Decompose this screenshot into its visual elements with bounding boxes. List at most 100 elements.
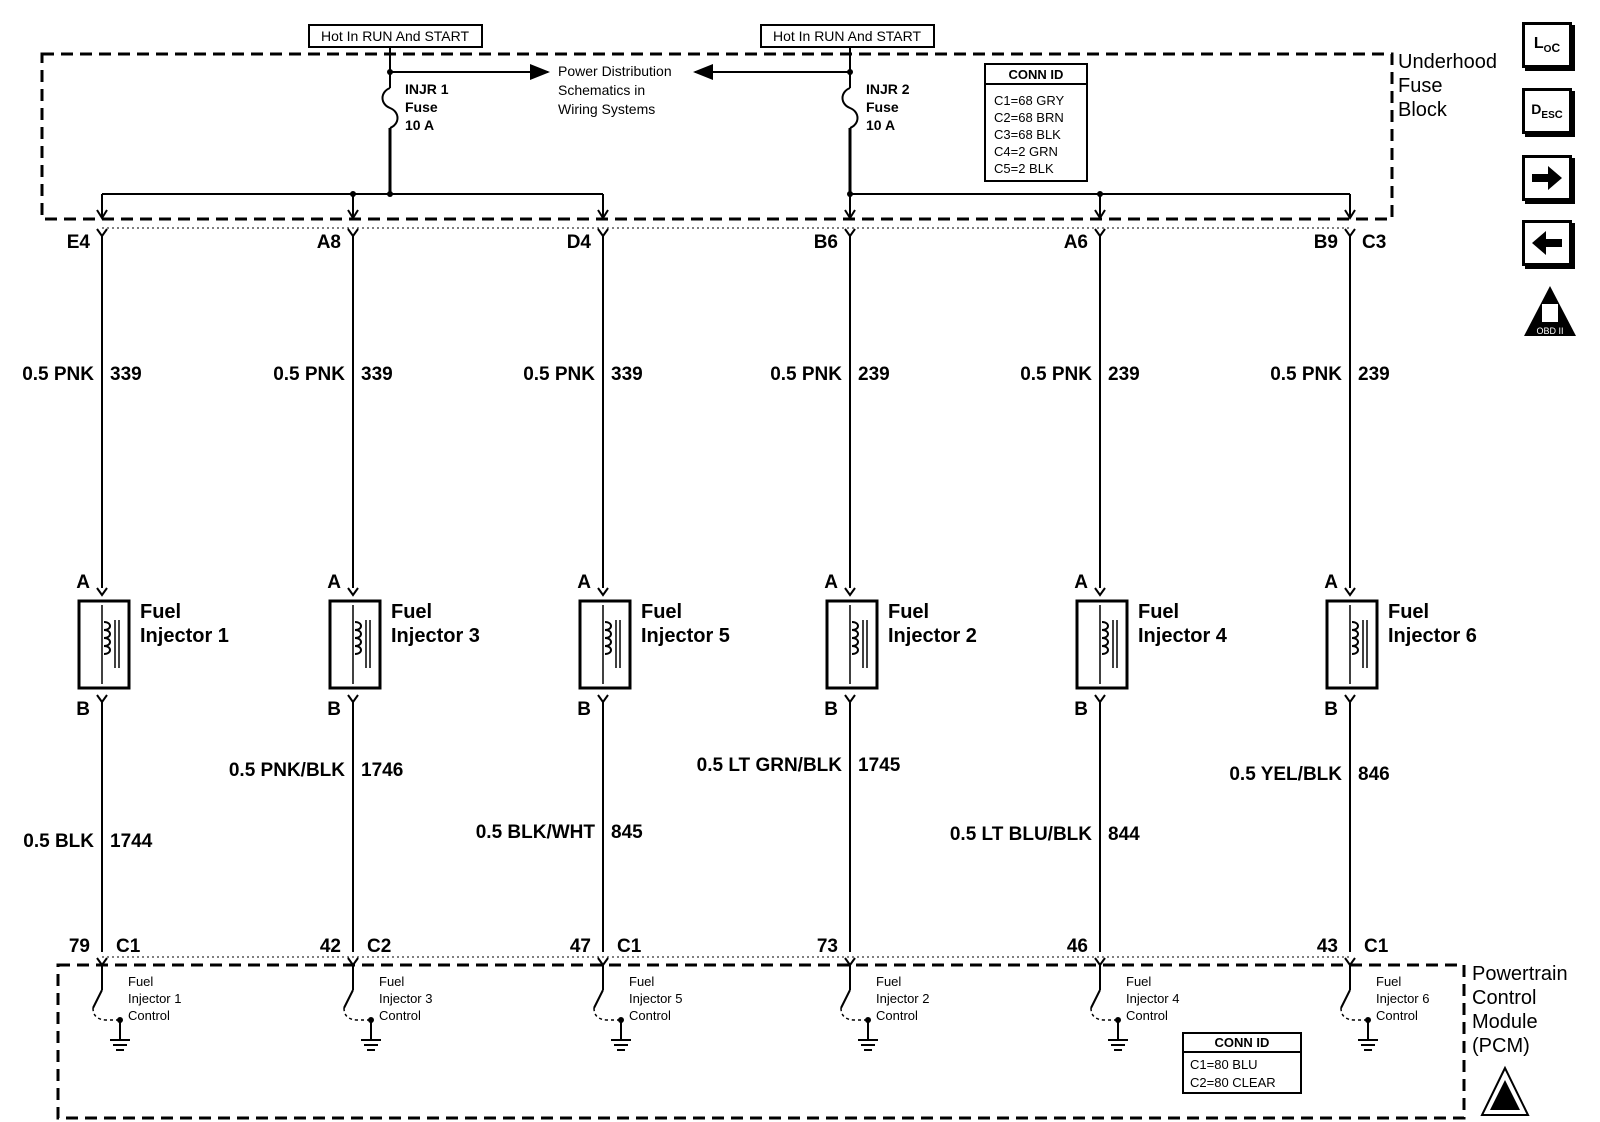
pcm-driver-switch-icon bbox=[343, 989, 354, 1009]
pcm-driver-switch-icon bbox=[593, 989, 604, 1009]
injector-name-line-1: Fuel bbox=[140, 601, 181, 623]
pin-a-terminal-2 bbox=[347, 587, 359, 597]
fuse-terminal-5 bbox=[1094, 209, 1106, 220]
pin-a-label: A bbox=[1074, 572, 1088, 593]
pin-b-label: B bbox=[76, 699, 90, 720]
previous-page-button[interactable] bbox=[1522, 220, 1572, 266]
wire-color-bottom: 0.5 BLK bbox=[23, 831, 94, 852]
solenoid-coil-icon bbox=[604, 621, 612, 655]
pin-a-label: A bbox=[824, 572, 838, 593]
solenoid-coil-icon bbox=[354, 621, 362, 655]
control-label-line-1: Fuel bbox=[629, 974, 654, 989]
pcm-driver-switch-icon bbox=[1340, 989, 1351, 1009]
wire-color-bottom: 0.5 LT BLU/BLK bbox=[950, 824, 1092, 845]
pcm-connector-label: C1 bbox=[1364, 936, 1389, 957]
fuse-conn-id-line-3: C3=68 BLK bbox=[994, 127, 1061, 142]
control-label-line-1: Fuel bbox=[876, 974, 901, 989]
pcm-title-3: Module bbox=[1472, 1011, 1538, 1033]
pcm-pin-label: 46 bbox=[1067, 936, 1088, 957]
solenoid-coil-icon bbox=[851, 621, 859, 655]
pin-a-terminal-1 bbox=[96, 587, 108, 597]
fuse-pin-label: A8 bbox=[317, 232, 341, 253]
injector-name-line-1: Fuel bbox=[641, 601, 682, 623]
control-label-line-1: Fuel bbox=[128, 974, 153, 989]
wire-color-bottom: 0.5 BLK/WHT bbox=[476, 822, 596, 843]
pcm-pin-label: 42 bbox=[320, 936, 341, 957]
underhood-fuse-block bbox=[40, 52, 1394, 221]
pcm-pin-label: 79 bbox=[69, 936, 90, 957]
control-label-line-2: Injector 3 bbox=[379, 991, 432, 1006]
injector-name-line-2: Injector 6 bbox=[1388, 625, 1477, 647]
location-icon: LOC bbox=[1533, 34, 1561, 56]
fuse-connector-5 bbox=[1094, 228, 1106, 238]
solenoid-coil-icon bbox=[1351, 621, 1359, 655]
next-page-button[interactable] bbox=[1522, 155, 1572, 201]
location-button[interactable]: LOC bbox=[1522, 22, 1572, 68]
control-label-line-3: Control bbox=[379, 1008, 421, 1023]
injector-name-line-2: Injector 3 bbox=[391, 625, 480, 647]
fuse-left-label-2: Fuse bbox=[405, 99, 438, 115]
pin-a-terminal-3 bbox=[597, 587, 609, 597]
pin-b-label: B bbox=[1324, 699, 1338, 720]
circuit-number-top: 239 bbox=[1358, 364, 1390, 385]
fuse-connector-4 bbox=[844, 228, 856, 238]
pcm-driver-switch-icon bbox=[1090, 989, 1101, 1009]
obd-ii-icon[interactable]: OBD II bbox=[1522, 284, 1578, 338]
esd-warning-icon bbox=[1480, 1065, 1530, 1116]
circuit-number-bottom: 844 bbox=[1108, 824, 1140, 845]
pin-b-label: B bbox=[1074, 699, 1088, 720]
fuse-terminal-3 bbox=[597, 209, 609, 220]
power-distribution-ref-3: Wiring Systems bbox=[558, 101, 655, 117]
fuse-terminal-1 bbox=[96, 209, 108, 220]
pin-b-terminal-6 bbox=[1344, 694, 1356, 704]
control-label-line-3: Control bbox=[1126, 1008, 1168, 1023]
fuse-connector-2 bbox=[347, 228, 359, 238]
pin-a-label: A bbox=[577, 572, 591, 593]
fuse-connector-3 bbox=[597, 228, 609, 238]
fuse-block-title-2: Fuse bbox=[1398, 75, 1442, 97]
fuel-injector-6-body bbox=[1325, 599, 1379, 690]
pcm-conn-id-title: CONN ID bbox=[1215, 1035, 1270, 1050]
circuit-number-bottom: 1744 bbox=[110, 831, 153, 852]
pcm-pin-label: 47 bbox=[570, 936, 591, 957]
circuit-number-top: 339 bbox=[110, 364, 142, 385]
wire-color-top: 0.5 PNK bbox=[273, 364, 345, 385]
pin-a-label: A bbox=[327, 572, 341, 593]
control-label-line-1: Fuel bbox=[379, 974, 404, 989]
fuse-block-title-3: Block bbox=[1398, 99, 1448, 121]
circuit-number-top: 239 bbox=[1108, 364, 1140, 385]
control-label-line-2: Injector 2 bbox=[876, 991, 929, 1006]
fuel-injector-3-body bbox=[578, 599, 632, 690]
fuel-injector-1-body bbox=[77, 599, 131, 690]
pcm-pin-label: 73 bbox=[817, 936, 838, 957]
injector-name-line-2: Injector 5 bbox=[641, 625, 730, 647]
fuel-injector-5-body bbox=[1075, 599, 1129, 690]
circuit-number-top: 339 bbox=[361, 364, 393, 385]
fuse-right-symbol bbox=[841, 87, 859, 129]
wire-color-bottom: 0.5 YEL/BLK bbox=[1229, 764, 1342, 785]
pcm-conn-id-box bbox=[1182, 1032, 1302, 1094]
pcm-driver-arc bbox=[1090, 1007, 1118, 1021]
description-button[interactable]: DESC bbox=[1522, 88, 1572, 134]
injector-name-line-2: Injector 2 bbox=[888, 625, 977, 647]
control-label-line-2: Injector 5 bbox=[629, 991, 682, 1006]
injector-name-line-2: Injector 4 bbox=[1138, 625, 1228, 647]
fuse-connector-6 bbox=[1344, 228, 1356, 238]
wire-color-top: 0.5 PNK bbox=[770, 364, 842, 385]
fuse-block-title-1: Underhood bbox=[1398, 51, 1497, 73]
splice-bus-left-2 bbox=[387, 191, 393, 197]
injector-name-line-1: Fuel bbox=[391, 601, 432, 623]
pin-b-label: B bbox=[577, 699, 591, 720]
arrow-right-icon bbox=[1532, 166, 1562, 190]
control-label-line-1: Fuel bbox=[1126, 974, 1151, 989]
fuse-conn-id-line-5: C5=2 BLK bbox=[994, 161, 1054, 176]
power-label-left-box bbox=[308, 24, 483, 48]
pcm-driver-switch-icon bbox=[92, 989, 103, 1009]
circuit-number-bottom: 846 bbox=[1358, 764, 1390, 785]
fuel-injector-4-body bbox=[825, 599, 879, 690]
fuse-left-symbol bbox=[381, 87, 399, 129]
pin-b-terminal-4 bbox=[844, 694, 856, 704]
fuse-right-label-2: Fuse bbox=[866, 99, 899, 115]
fuse-left-label-3: 10 A bbox=[405, 117, 434, 133]
power-label-right-box bbox=[760, 24, 935, 48]
